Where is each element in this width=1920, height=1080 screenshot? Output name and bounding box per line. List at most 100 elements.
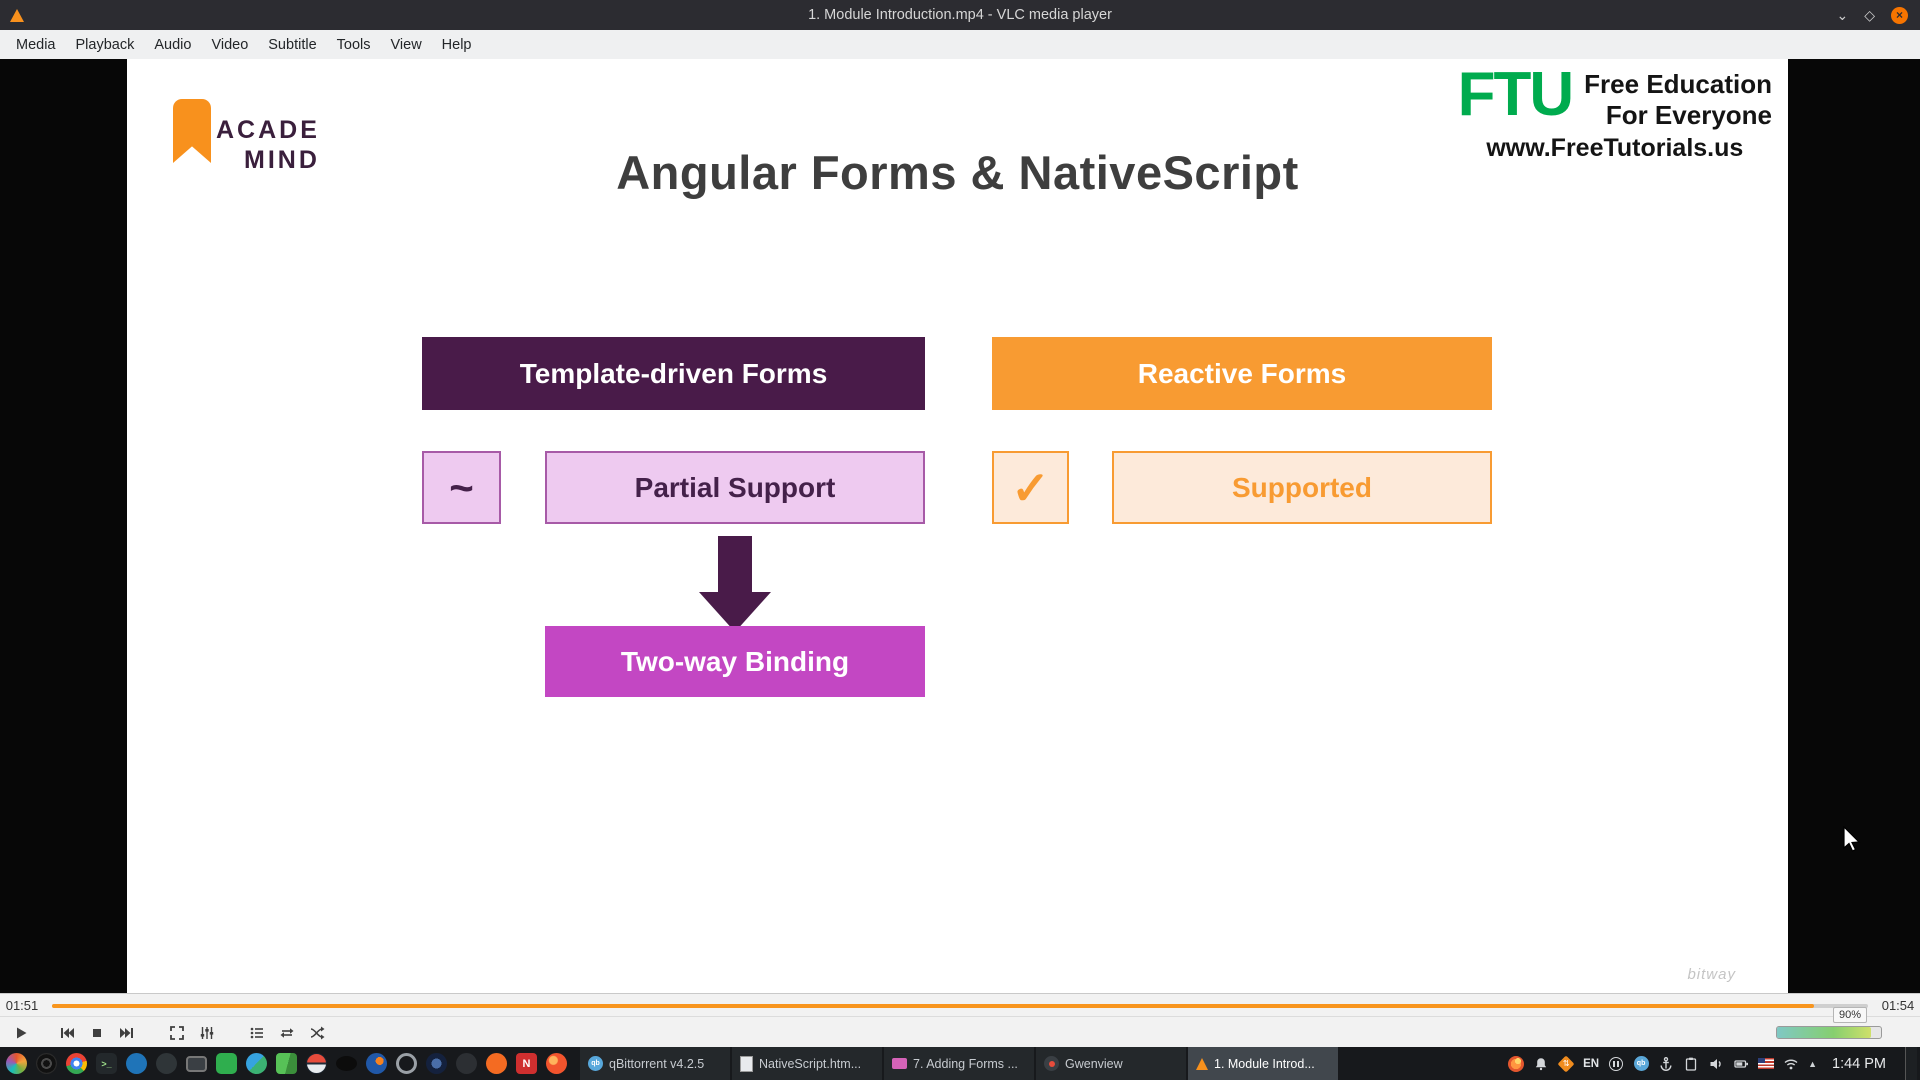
blue-app-icon[interactable] — [123, 1050, 150, 1077]
ftu-url: www.FreeTutorials.us — [1486, 134, 1744, 163]
blue-bird-app-icon[interactable] — [363, 1050, 390, 1077]
time-total: 01:54 — [1881, 998, 1915, 1013]
window-controls: ⌄ ◇ × — [1836, 6, 1908, 24]
display-app-icon[interactable] — [183, 1050, 210, 1077]
gwenview-icon — [1044, 1056, 1059, 1071]
menu-view[interactable]: View — [390, 36, 422, 53]
taskbar-launchers: >_ N — [0, 1050, 570, 1077]
chrome-icon[interactable] — [63, 1050, 90, 1077]
menu-audio[interactable]: Audio — [154, 36, 192, 53]
taskbar-window-label: 7. Adding Forms ... — [913, 1056, 1018, 1071]
play-icon — [17, 1027, 27, 1038]
taskbar-window-gwenview[interactable]: Gwenview — [1036, 1047, 1186, 1080]
menu-playback[interactable]: Playback — [75, 36, 135, 53]
qbittorrent-tray-icon[interactable]: qb — [1633, 1056, 1649, 1072]
extended-settings-button[interactable] — [192, 1020, 222, 1046]
next-button[interactable] — [112, 1020, 142, 1046]
sync-tray-icon[interactable]: ⇅ — [1557, 1055, 1575, 1072]
headphones-app-icon[interactable] — [453, 1050, 480, 1077]
taskbar-window-label: qBittorrent v4.2.5 — [609, 1056, 705, 1071]
taskbar-window-label: Gwenview — [1065, 1056, 1123, 1071]
volume-tray-icon[interactable] — [1708, 1056, 1724, 1072]
player-controls: 90% — [0, 1007, 1920, 1048]
vlc-titlebar[interactable]: 1. Module Introduction.mp4 - VLC media p… — [0, 0, 1920, 30]
menu-media[interactable]: Media — [16, 36, 56, 53]
menu-help[interactable]: Help — [441, 36, 472, 53]
taskbar-window-label: NativeScript.htm... — [759, 1056, 862, 1071]
package-app-icon[interactable] — [273, 1050, 300, 1077]
clipboard-tray-icon[interactable] — [1683, 1056, 1699, 1072]
taskbar-window-adding-forms[interactable]: 7. Adding Forms ... — [884, 1047, 1034, 1080]
supported-box: Supported — [1112, 451, 1492, 524]
playlist-icon — [250, 1027, 263, 1038]
time-current: 01:51 — [5, 998, 39, 1013]
menu-subtitle[interactable]: Subtitle — [268, 36, 317, 53]
tray-expand-icon[interactable]: ▲ — [1808, 1058, 1817, 1069]
firefox-tray-icon[interactable] — [1508, 1055, 1525, 1072]
show-desktop-button[interactable] — [1905, 1047, 1917, 1080]
anchor-tray-icon[interactable] — [1658, 1056, 1674, 1072]
clock[interactable]: 1:44 PM — [1832, 1055, 1886, 1072]
red-n-app-icon[interactable]: N — [513, 1050, 540, 1077]
playlist-button[interactable] — [242, 1020, 272, 1046]
dark-oval-app-icon[interactable] — [333, 1050, 360, 1077]
previous-button[interactable] — [52, 1020, 82, 1046]
template-driven-forms-box: Template-driven Forms — [422, 337, 925, 410]
seek-row: 01:51 01:54 — [0, 993, 1920, 1017]
loop-icon — [280, 1027, 294, 1038]
green-app-icon[interactable] — [213, 1050, 240, 1077]
down-arrow-head-icon — [699, 592, 771, 632]
shuffle-button[interactable] — [302, 1020, 332, 1046]
keyboard-layout-indicator[interactable]: EN — [1583, 1057, 1600, 1070]
ring-app-icon[interactable] — [393, 1050, 420, 1077]
red-circle-app-icon[interactable] — [543, 1050, 570, 1077]
volume-slider[interactable]: 90% — [1776, 1007, 1882, 1039]
battery-tray-icon[interactable] — [1733, 1056, 1749, 1072]
menu-video[interactable]: Video — [211, 36, 249, 53]
play-button[interactable] — [6, 1020, 36, 1046]
network-tray-icon[interactable] — [1783, 1056, 1799, 1072]
taskbar-window-vlc[interactable]: 1. Module Introd... — [1188, 1047, 1338, 1080]
stop-icon — [93, 1028, 101, 1037]
slide-title: Angular Forms & NativeScript — [616, 146, 1299, 199]
maximize-button[interactable]: ◇ — [1864, 7, 1875, 23]
taskbar-window-qbittorrent[interactable]: qb qBittorrent v4.2.5 — [580, 1047, 730, 1080]
loop-button[interactable] — [272, 1020, 302, 1046]
camera-app-icon[interactable] — [423, 1050, 450, 1077]
academind-text-line1: ACADE — [216, 116, 320, 144]
start-menu-icon[interactable] — [3, 1050, 30, 1077]
taskbar-window-label: 1. Module Introd... — [1214, 1056, 1315, 1071]
shuffle-icon — [310, 1026, 325, 1039]
close-button[interactable]: × — [1891, 6, 1908, 24]
equalizer-icon — [200, 1026, 214, 1039]
volume-fill — [1777, 1027, 1871, 1038]
dark-app-icon[interactable] — [153, 1050, 180, 1077]
notifications-bell-icon[interactable] — [1533, 1056, 1549, 1072]
vlc-cone-icon — [1196, 1057, 1208, 1070]
stop-button[interactable] — [82, 1020, 112, 1046]
video-area[interactable]: ACADE MIND FTU Free Education For Everyo… — [0, 59, 1920, 993]
media-player-icon[interactable] — [33, 1050, 60, 1077]
previous-icon — [61, 1027, 74, 1038]
seek-slider[interactable] — [52, 1003, 1868, 1008]
menu-tools[interactable]: Tools — [336, 36, 371, 53]
dual-color-app-icon[interactable] — [243, 1050, 270, 1077]
ftu-logo: FTU Free Education For Everyone www.Free… — [1457, 60, 1772, 163]
two-way-binding-box: Two-way Binding — [545, 626, 925, 697]
orange-app-icon[interactable] — [483, 1050, 510, 1077]
minimize-button[interactable]: ⌄ — [1836, 7, 1849, 23]
fullscreen-button[interactable] — [162, 1020, 192, 1046]
pause-indicator-icon[interactable] — [1608, 1056, 1624, 1072]
terminal-icon[interactable]: >_ — [93, 1050, 120, 1077]
next-icon — [120, 1027, 133, 1038]
taskbar: >_ N qb qBittorrent v4.2.5 Nati — [0, 1047, 1920, 1080]
pokeball-app-icon[interactable] — [303, 1050, 330, 1077]
ftu-tagline-2: For Everyone — [1605, 100, 1772, 131]
down-arrow-icon — [718, 536, 752, 592]
slide-canvas: ACADE MIND FTU Free Education For Everyo… — [127, 59, 1788, 993]
taskbar-window-nativescript[interactable]: NativeScript.htm... — [732, 1047, 882, 1080]
window-title: 1. Module Introduction.mp4 - VLC media p… — [808, 7, 1112, 23]
ftu-abbr: FTU — [1457, 60, 1575, 129]
us-flag-icon[interactable] — [1758, 1056, 1775, 1072]
